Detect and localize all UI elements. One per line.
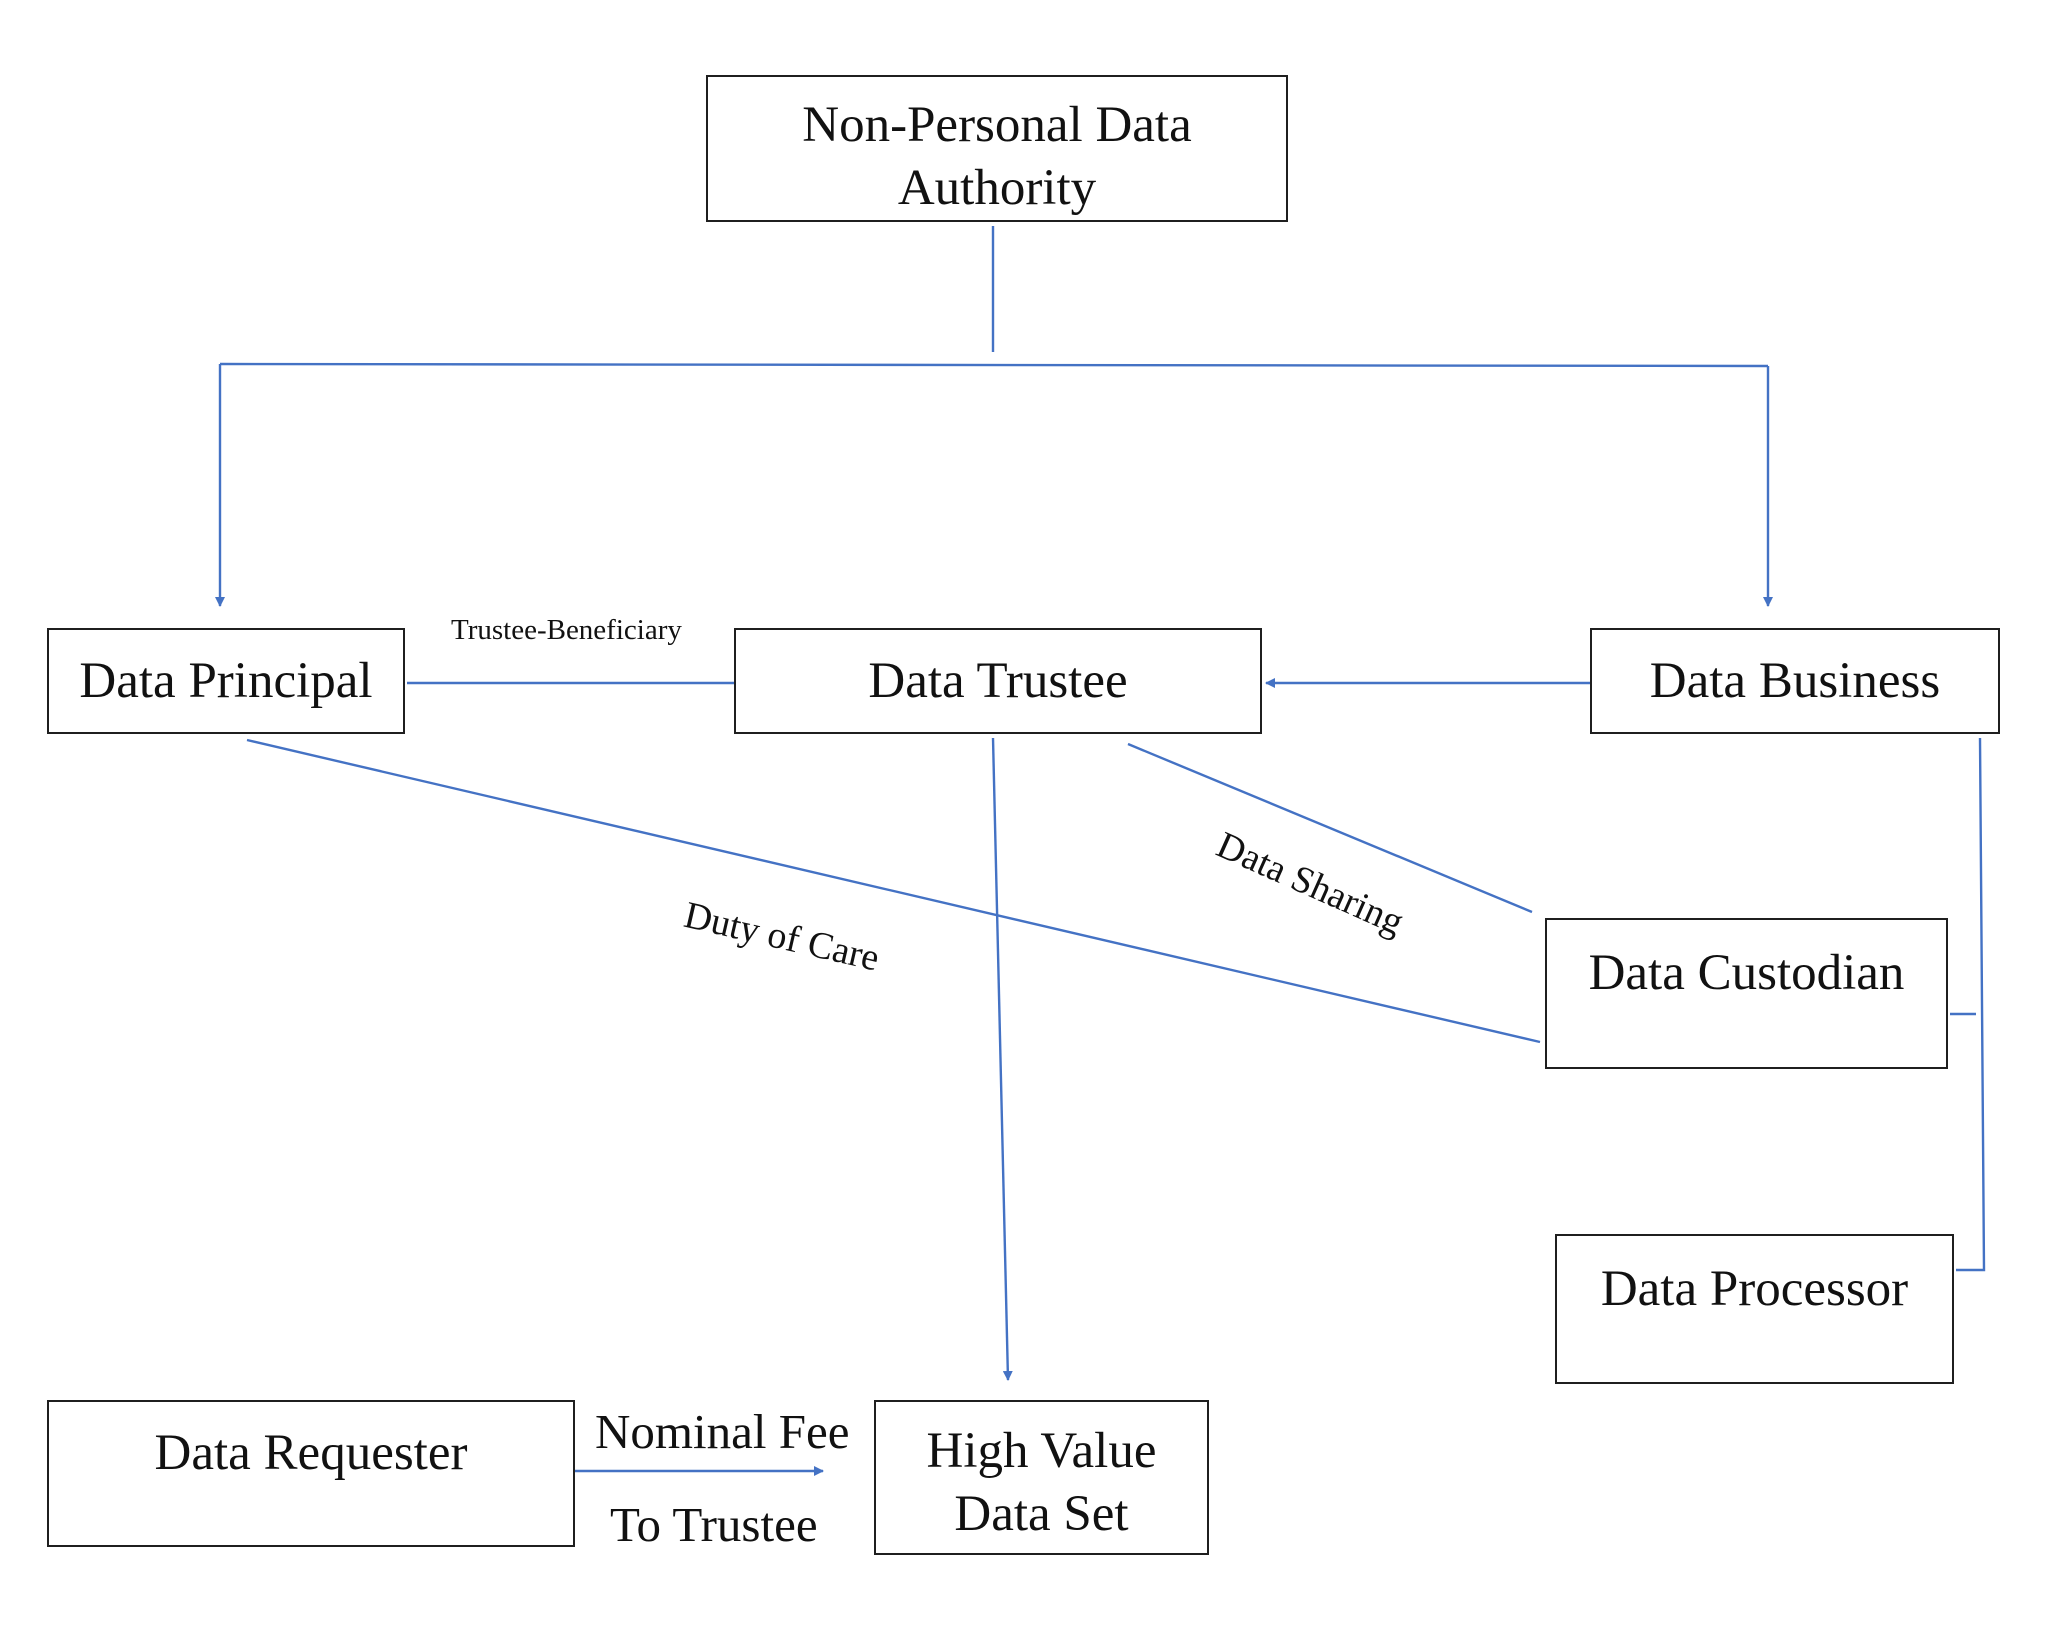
authority-label-line1: Non-Personal Data xyxy=(802,97,1192,153)
data-principal-box: Data Principal xyxy=(47,628,405,734)
data-requester-label: Data Requester xyxy=(154,1425,468,1481)
data-processor-box: Data Processor xyxy=(1555,1234,1954,1384)
data-requester-box: Data Requester xyxy=(47,1400,575,1547)
data-business-label: Data Business xyxy=(1649,653,1941,709)
trustee-beneficiary-label: Trustee-Beneficiary xyxy=(451,614,682,646)
authority-box: Non-Personal Data Authority xyxy=(706,75,1288,222)
high-value-data-set-box: High Value Data Set xyxy=(874,1400,1209,1555)
nominal-fee-label: Nominal Fee xyxy=(595,1404,850,1459)
distribution-bus-line xyxy=(219,362,1769,368)
data-trustee-box: Data Trustee xyxy=(734,628,1262,734)
data-processor-label: Data Processor xyxy=(1600,1261,1909,1317)
business-processor-bracket xyxy=(1956,737,1986,1272)
data-custodian-box: Data Custodian xyxy=(1545,918,1948,1069)
trustee-to-hvds-arrow xyxy=(991,737,1013,1381)
data-sharing-line xyxy=(1127,742,1533,914)
duty-of-care-line xyxy=(246,738,1541,1044)
hvds-label-line2: Data Set xyxy=(954,1486,1129,1542)
hvds-label-line1: High Value xyxy=(926,1423,1157,1479)
data-business-box: Data Business xyxy=(1590,628,2000,734)
authority-label-line2: Authority xyxy=(897,160,1097,216)
data-trustee-label: Data Trustee xyxy=(868,653,1128,709)
data-principal-label: Data Principal xyxy=(79,653,373,709)
to-trustee-label: To Trustee xyxy=(610,1497,818,1552)
data-custodian-label: Data Custodian xyxy=(1588,945,1905,1001)
